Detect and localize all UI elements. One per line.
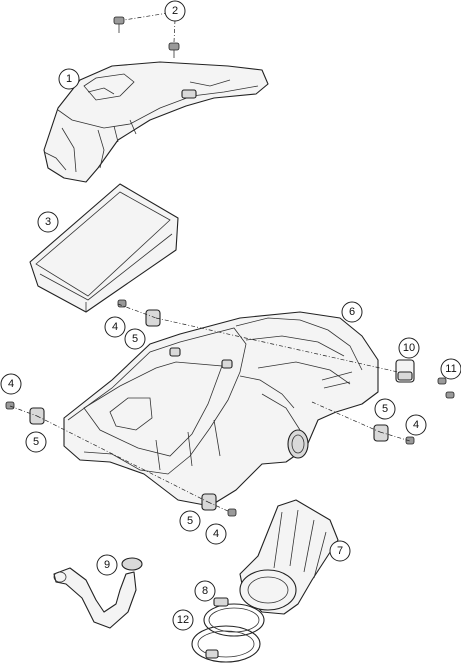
callout-label: 4 bbox=[213, 528, 219, 540]
callout-part-2: 2 bbox=[164, 0, 186, 22]
callout-label: 8 bbox=[202, 585, 208, 597]
grommet-screw-set-lower bbox=[201, 493, 237, 517]
air-filter-part-3 bbox=[29, 183, 179, 313]
grommet-screw-set-right bbox=[373, 424, 415, 445]
hose-clamp-part-12 bbox=[191, 625, 261, 663]
callout-label: 5 bbox=[187, 515, 193, 527]
hose-clamp-part-8 bbox=[203, 597, 265, 637]
callout-part-5-right: 5 bbox=[374, 398, 396, 420]
callout-part-10: 10 bbox=[398, 337, 420, 359]
intake-sleeve-part-7 bbox=[239, 499, 339, 615]
callout-label: 7 bbox=[337, 545, 343, 557]
screws-part-11 bbox=[437, 377, 455, 399]
callout-label: 5 bbox=[382, 403, 388, 415]
callout-label: 4 bbox=[112, 321, 118, 333]
callout-part-5-upper: 5 bbox=[124, 328, 146, 350]
callout-part-3: 3 bbox=[37, 211, 59, 233]
callout-part-7: 7 bbox=[329, 540, 351, 562]
callout-part-5-left: 5 bbox=[25, 431, 47, 453]
callout-part-4-lower: 4 bbox=[205, 523, 227, 545]
callout-label: 5 bbox=[33, 436, 39, 448]
screw-part-2 bbox=[113, 16, 180, 58]
grommet-screw-set-upper bbox=[117, 299, 161, 327]
callout-part-4-left: 4 bbox=[0, 373, 22, 395]
grommet-screw-set-left bbox=[5, 401, 45, 425]
callout-part-9: 9 bbox=[96, 554, 118, 576]
callout-part-5-lower: 5 bbox=[179, 510, 201, 532]
sensor-part-10 bbox=[395, 359, 415, 383]
breather-hose-part-9 bbox=[53, 557, 143, 629]
callout-label: 10 bbox=[403, 342, 415, 354]
callout-label: 2 bbox=[172, 5, 178, 17]
callout-label: 3 bbox=[45, 216, 51, 228]
callout-label: 12 bbox=[177, 614, 189, 626]
callout-part-1: 1 bbox=[58, 68, 80, 90]
callout-part-6: 6 bbox=[341, 301, 363, 323]
callout-label: 4 bbox=[8, 378, 14, 390]
callout-part-8: 8 bbox=[194, 580, 216, 602]
callout-label: 4 bbox=[413, 419, 419, 431]
callout-label: 11 bbox=[445, 363, 456, 375]
callout-label: 9 bbox=[104, 559, 110, 571]
callout-label: 1 bbox=[66, 73, 72, 85]
callout-part-11: 11 bbox=[440, 358, 461, 380]
callout-part-4-right: 4 bbox=[405, 414, 427, 436]
airbox-part-6 bbox=[63, 311, 379, 507]
callout-part-4-upper: 4 bbox=[104, 316, 126, 338]
callout-label: 5 bbox=[132, 333, 138, 345]
callout-label: 6 bbox=[349, 306, 355, 318]
airbox-cover-part-1 bbox=[43, 61, 269, 183]
leader-lines bbox=[9, 12, 411, 513]
callout-part-12: 12 bbox=[172, 609, 194, 631]
